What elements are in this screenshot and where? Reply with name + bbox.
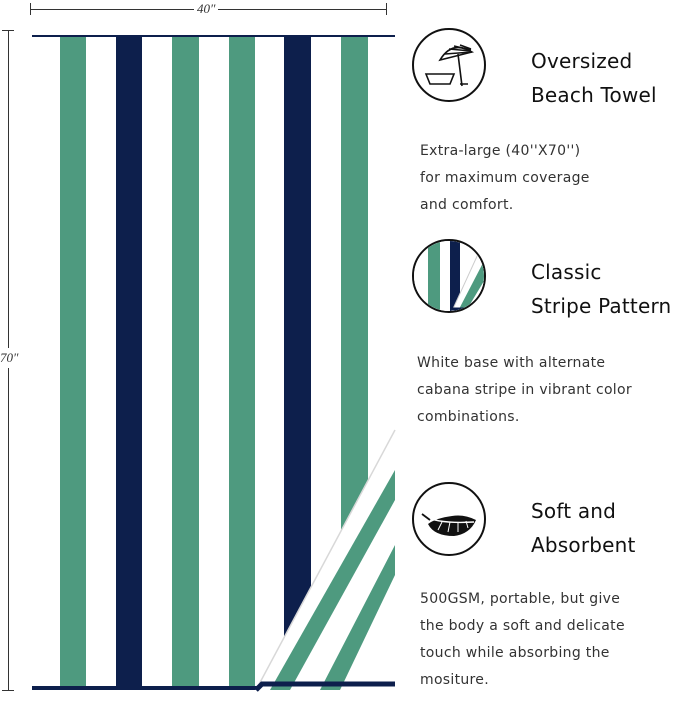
height-label: 70″	[0, 348, 19, 368]
stripe-green-3	[229, 35, 255, 690]
towel-bottom-hem	[32, 686, 258, 690]
stripe-pattern-icon	[414, 241, 484, 311]
beach-umbrella-icon	[424, 44, 475, 87]
beach-towel-image	[32, 35, 396, 692]
towel-folded-corner	[254, 429, 396, 692]
feature-icon-circle-1	[412, 28, 486, 102]
stripe-green-2	[172, 35, 199, 690]
feature-desc-3: 500GSM, portable, but give the body a so…	[420, 591, 625, 688]
feature-icon-circle-3	[412, 482, 486, 556]
feature-title-3: Soft and Absorbent	[531, 499, 636, 557]
feature-icon-circle-2	[412, 239, 486, 313]
width-label: 40″	[194, 1, 219, 17]
feather-icon	[421, 513, 476, 536]
towel-stripes	[32, 35, 395, 690]
stripe-navy-1	[116, 35, 142, 690]
feature-title-1: Oversized Beach Towel	[531, 49, 657, 107]
feature-desc-1: Extra-large (40''X70'') for maximum cove…	[420, 143, 590, 213]
towel-top-hem	[32, 35, 395, 37]
stripe-green-1	[60, 35, 86, 690]
feature-desc-2: White base with alternate cabana stripe …	[417, 355, 632, 425]
stripe-navy-2	[284, 35, 311, 690]
feature-title-2: Classic Stripe Pattern	[531, 260, 672, 318]
